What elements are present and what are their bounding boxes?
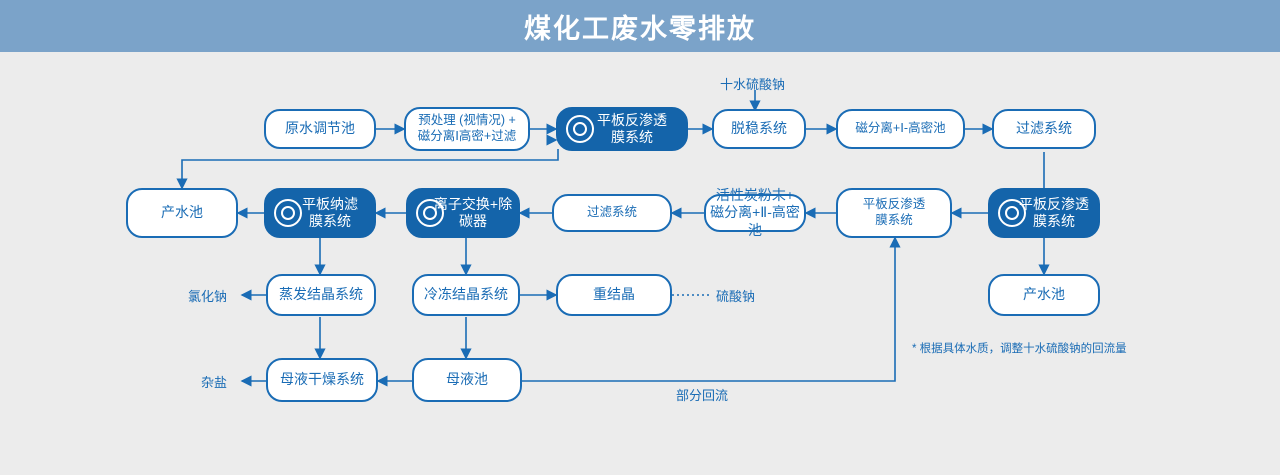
node-mother-liquor-drying[interactable]: 母液干燥系统	[266, 358, 378, 402]
node-ion-exchange-decarbonator[interactable]: 过滤系统	[552, 194, 672, 232]
node-label: 产水池	[161, 204, 203, 221]
node-label: 平板反渗透 膜系统	[597, 111, 667, 146]
membrane-icon	[274, 199, 302, 227]
node-pretreatment[interactable]: 预处理 (视情况) + 磁分离Ⅰ高密+过滤	[404, 107, 530, 151]
node-flat-ro-membrane-2[interactable]: 平板纳滤 膜系统	[264, 188, 376, 238]
node-label: 重结晶	[593, 286, 635, 303]
node-label: 冷冻结晶系统	[424, 286, 508, 303]
node-label: 原水调节池	[285, 120, 355, 137]
node-label: 磁分离+Ⅰ-高密池	[855, 121, 946, 136]
node-filtration-2[interactable]: 活性炭粉末+ 磁分离+Ⅱ-高密池	[704, 187, 806, 238]
label-sodium-sulfate: 硫酸钠	[716, 289, 756, 304]
diagram-canvas: 原水调节池 预处理 (视情况) + 磁分离Ⅰ高密+过滤 平板反渗透 膜系统 脱稳…	[0, 52, 1280, 475]
node-product-water-tank-2[interactable]: 产水池	[988, 274, 1100, 316]
node-label: 平板反渗透 膜系统	[1019, 195, 1089, 230]
node-flat-nf-membrane[interactable]: 离子交换+除碳器	[406, 188, 520, 238]
node-label: 活性炭粉末+ 磁分离+Ⅱ-高密池	[710, 186, 800, 238]
node-label: 蒸发结晶系统	[279, 286, 363, 303]
node-label: 脱稳系统	[731, 120, 787, 137]
label-partial-reflux: 部分回流	[676, 388, 729, 403]
node-label: 离子交换+除碳器	[433, 195, 513, 230]
membrane-icon	[566, 115, 594, 143]
label-glauber-salt: 十水硫酸钠	[720, 77, 786, 92]
page-header: 煤化工废水零排放	[0, 0, 1280, 52]
node-raw-water-tank[interactable]: 原水调节池	[264, 109, 376, 149]
node-product-water-tank-1[interactable]: 产水池	[126, 188, 238, 238]
node-label: 过滤系统	[1016, 120, 1072, 137]
node-filtration-1[interactable]: 过滤系统	[992, 109, 1096, 149]
label-misc-salt: 杂盐	[201, 375, 228, 390]
node-activated-carbon-magnetic-sep-2[interactable]: 平板反渗透 膜系统	[836, 188, 952, 238]
node-label: 产水池	[1023, 286, 1065, 303]
node-mother-liquor-tank[interactable]: 母液池	[412, 358, 522, 402]
node-flat-ro-membrane-3[interactable]: 平板反渗透 膜系统	[988, 188, 1100, 238]
node-freeze-crystallization[interactable]: 冷冻结晶系统	[412, 274, 520, 316]
node-magnetic-sep-1[interactable]: 磁分离+Ⅰ-高密池	[836, 109, 965, 149]
label-sodium-chloride: 氯化钠	[188, 289, 228, 304]
node-evaporation-crystallization[interactable]: 蒸发结晶系统	[266, 274, 376, 316]
node-label: 母液池	[446, 371, 488, 388]
footnote-text: * 根据具体水质，调整十水硫酸钠的回流量	[912, 343, 1127, 355]
node-label: 母液干燥系统	[280, 371, 364, 388]
membrane-icon	[998, 199, 1026, 227]
node-destabilization[interactable]: 脱稳系统	[712, 109, 806, 149]
node-label: 过滤系统	[586, 205, 637, 220]
node-flat-ro-membrane-1[interactable]: 平板反渗透 膜系统	[556, 107, 688, 151]
page-title: 煤化工废水零排放	[524, 13, 756, 44]
node-label: 平板反渗透 膜系统	[862, 197, 926, 227]
node-label: 预处理 (视情况) + 磁分离Ⅰ高密+过滤	[417, 113, 517, 143]
membrane-icon	[416, 199, 444, 227]
node-recrystallization[interactable]: 重结晶	[556, 274, 672, 316]
node-label: 平板纳滤 膜系统	[302, 195, 358, 230]
